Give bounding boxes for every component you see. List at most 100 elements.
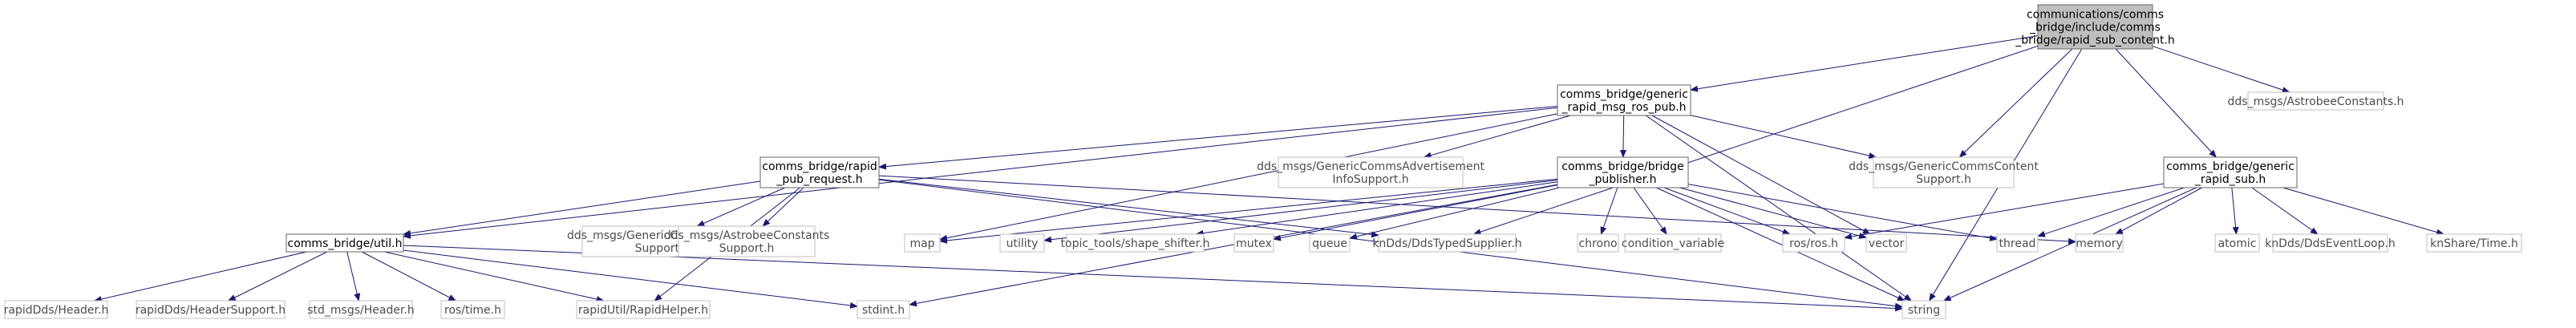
- node-label: dds_msgs/GenericCommsAdvertisement: [1257, 160, 1484, 173]
- node-label: _bridge/rapid_sub_content.h: [2015, 34, 2175, 47]
- node-label: knDds/DdsTypedSupplier.h: [1372, 237, 1521, 250]
- node-queue: queue: [1309, 233, 1351, 253]
- node-util[interactable]: comms_bridge/util.h: [286, 233, 404, 253]
- node-box: [1902, 300, 1946, 319]
- node-box: [2272, 233, 2388, 253]
- node-label: Support.h: [719, 242, 775, 255]
- edge-root-to-generic_comms_content: [1958, 48, 2073, 158]
- node-label: rapidDds/Header.h: [4, 304, 109, 317]
- edge-root-to-generic_ros_pub: [1690, 35, 2039, 92]
- node-vector: vector: [1865, 233, 1907, 253]
- node-label: _rapid_sub.h: [2194, 173, 2266, 186]
- node-ros_time: ros/time.h: [440, 300, 505, 319]
- node-box: [440, 300, 505, 319]
- node-knshare_time: knShare/Time.h: [2426, 233, 2522, 253]
- edge-util-to-std_msgs_header: [346, 251, 361, 302]
- edge-util-to-rapid_header: [93, 251, 307, 302]
- node-box: [286, 233, 404, 253]
- edge-generic_ros_pub-to-rapid_pub_request: [878, 105, 1558, 170]
- node-label: Support.h: [1916, 173, 1971, 186]
- node-generic_rapid_sub[interactable]: comms_bridge/generic_rapid_sub.h: [2163, 156, 2298, 188]
- node-atomic: atomic: [2214, 233, 2260, 253]
- node-label: memory: [2076, 237, 2123, 250]
- edge-bridge_publisher-to-vector: [1679, 187, 1867, 239]
- node-rapid_header: rapidDds/Header.h: [4, 300, 109, 319]
- node-label: _rapid_msg_ros_pub.h: [1561, 101, 1686, 114]
- node-root[interactable]: communications/comms_bridge/include/comm…: [2015, 4, 2175, 50]
- node-label: _publisher.h: [1589, 173, 1657, 186]
- node-box: [857, 300, 910, 319]
- edge-bridge_publisher-to-stdint: [909, 184, 1558, 307]
- node-box: [1557, 156, 1689, 188]
- node-box: [1782, 233, 1845, 253]
- node-condition_variable: condition_variable: [1622, 233, 1724, 253]
- node-label: comms_bridge/util.h: [288, 237, 403, 250]
- node-label: ros/time.h: [444, 304, 501, 317]
- edge-util-to-ros_time: [361, 251, 457, 302]
- node-box: [1865, 233, 1907, 253]
- node-label: stdint.h: [862, 304, 905, 317]
- node-box: [1996, 233, 2039, 253]
- node-label: knShare/Time.h: [2430, 237, 2518, 250]
- node-label: knDds/DdsEventLoop.h: [2265, 237, 2396, 250]
- edge-bridge_publisher-to-string: [1656, 187, 1906, 302]
- node-label: comms_bridge/bridge: [1561, 160, 1683, 173]
- node-utility: utility: [999, 233, 1045, 253]
- node-box: [4, 300, 108, 319]
- edge-generic_ros_pub-to-generic_comms_adv: [1423, 115, 1571, 159]
- node-box: [1577, 233, 1619, 253]
- node-box: [1378, 233, 1517, 253]
- node-box: [1233, 233, 1274, 253]
- node-label: communications/comms: [2027, 9, 2164, 22]
- edge-root-to-generic_rapid_sub: [2115, 48, 2218, 158]
- edge-bridge_publisher-to-queue: [1349, 187, 1560, 240]
- edge-root-to-astrobee_constants: [2152, 46, 2290, 93]
- node-std_msgs_header: std_msgs/Header.h: [307, 300, 415, 319]
- node-label: comms_bridge/rapid: [762, 160, 877, 173]
- edge-generic_ros_pub-to-map: [939, 113, 1558, 241]
- node-box: [2075, 233, 2124, 253]
- edge-bridge_publisher-to-map: [939, 178, 1558, 244]
- node-box: [1309, 233, 1351, 253]
- node-box: [1066, 233, 1205, 253]
- edge-rapid_pub_request-to-astrobee_constants_support: [762, 187, 804, 227]
- node-map: map: [904, 233, 941, 253]
- edge-generic_ros_pub-to-util: [403, 107, 1558, 239]
- node-label: thread: [1999, 237, 2036, 250]
- node-label: std_msgs/Header.h: [307, 304, 415, 317]
- node-rapid_pub_request[interactable]: comms_bridge/rapid_pub_request.h: [759, 156, 880, 188]
- node-box: [1557, 84, 1691, 116]
- node-label: queue: [1312, 237, 1347, 250]
- edge-rapid_pub_request-to-memory: [878, 175, 2076, 245]
- edge-generic_rapid_sub-to-knshare_time: [2282, 187, 2444, 236]
- node-mutex: mutex: [1233, 233, 1274, 253]
- node-box: [999, 233, 1045, 253]
- node-chrono: chrono: [1577, 233, 1619, 253]
- node-label: Support.h: [635, 242, 691, 255]
- node-ros_h: ros/ros.h: [1782, 233, 1845, 253]
- edge-util-to-rapid_header_support: [227, 251, 328, 302]
- edge-generic_rapid_sub-to-ros_h: [1844, 183, 2165, 240]
- node-label: map: [909, 237, 934, 250]
- node-label: comms_bridge/generic: [1560, 88, 1688, 101]
- edge-bridge_publisher-to-shape_shifter: [1195, 181, 1558, 237]
- edge-rapid_pub_request-to-generic_comms_request: [696, 187, 785, 227]
- node-box: [1873, 156, 2015, 188]
- node-box: [2426, 233, 2522, 253]
- node-box: [2214, 233, 2260, 253]
- node-bridge_publisher[interactable]: comms_bridge/bridge_publisher.h: [1557, 156, 1689, 188]
- edge-generic_rapid_sub-to-string: [1942, 187, 2197, 302]
- node-generic_comms_adv: dds_msgs/GenericCommsAdvertisementInfoSu…: [1257, 156, 1484, 188]
- dependency-edges: [93, 35, 2444, 312]
- node-box: [136, 300, 286, 319]
- edge-root-to-dds_typed_supplier: [1472, 45, 2039, 235]
- node-label: atomic: [2218, 237, 2257, 250]
- node-label: InfoSupport.h: [1332, 173, 1408, 186]
- node-generic_ros_pub[interactable]: comms_bridge/generic_rapid_msg_ros_pub.h: [1557, 84, 1691, 116]
- node-label: dds_msgs/GenericCommsContent: [1849, 160, 2039, 173]
- node-label: vector: [1869, 237, 1905, 250]
- node-dds_typed_supplier: knDds/DdsTypedSupplier.h: [1372, 233, 1522, 253]
- node-label: _bridge/include/comms: [2029, 22, 2161, 34]
- node-box: [2247, 91, 2384, 111]
